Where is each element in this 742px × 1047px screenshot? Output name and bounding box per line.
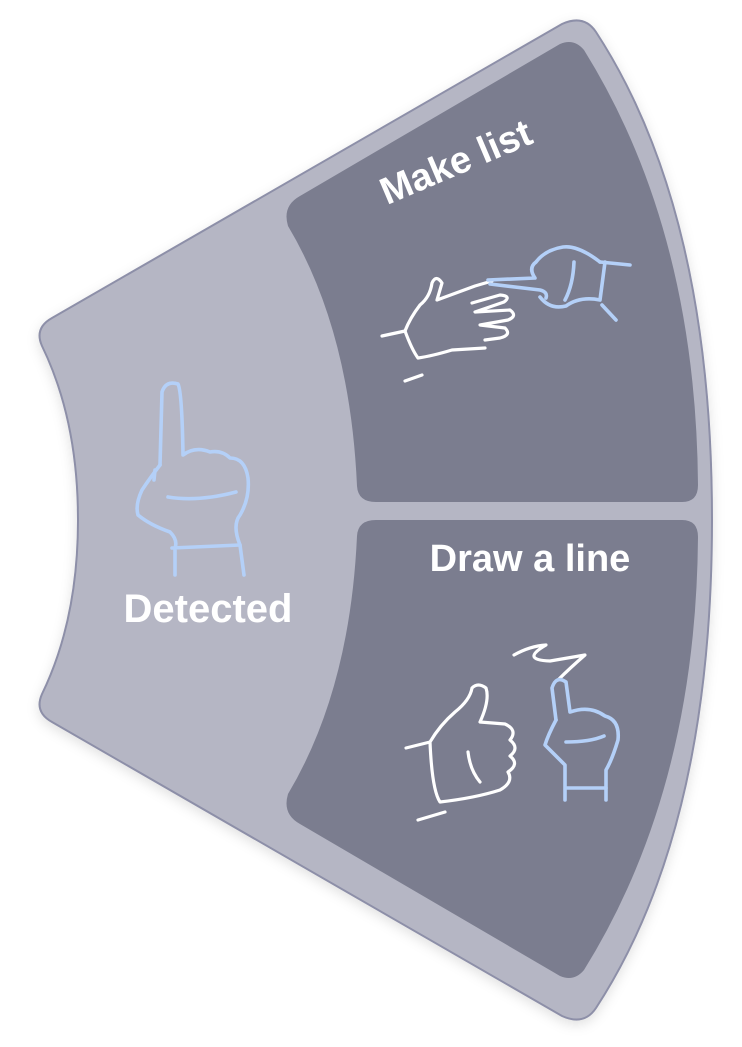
current-gesture-detected: Detected [124, 381, 293, 631]
draw-a-line-label: Draw a line [430, 538, 631, 580]
draw-a-line-panel[interactable] [286, 520, 699, 978]
thumbs-up-and-draw-icon [404, 643, 621, 822]
two-hands-pointing-icon [380, 244, 632, 383]
option-draw-a-line[interactable]: Draw a line [286, 520, 699, 978]
pointing-finger-icon [135, 381, 251, 577]
make-list-panel[interactable] [286, 42, 699, 502]
detected-label: Detected [124, 587, 293, 631]
